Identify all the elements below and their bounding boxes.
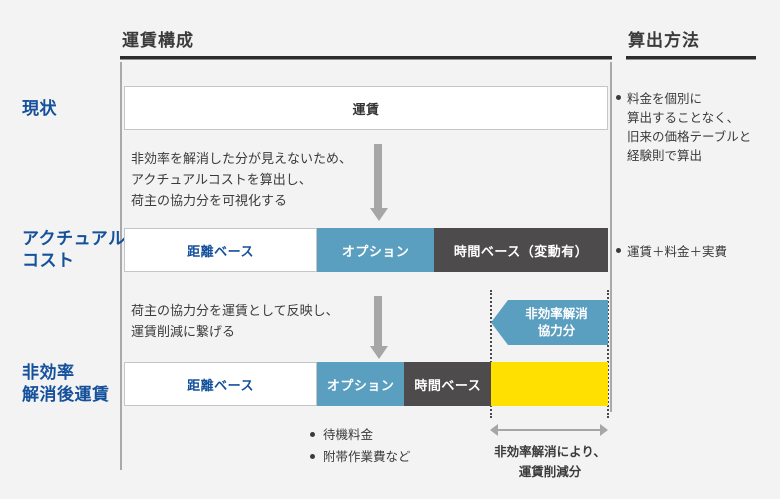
bottom-bullet-item-2: 附帯作業費など bbox=[310, 446, 411, 468]
bar-segment-option: オプション bbox=[317, 228, 435, 272]
header-rule-fare bbox=[120, 56, 612, 60]
bullet-dot-icon bbox=[616, 248, 621, 253]
bottom-bullet-item-1: 待機料金 bbox=[310, 424, 411, 446]
bar-segment-time-base-variable: 時間ベース（変動有） bbox=[434, 228, 608, 272]
bar-segment-reduction-yellow bbox=[491, 362, 608, 406]
annotation-note-1: 非効率を解消した分が見えないため、アクチュアルコストを算出し、荷主の協力分を可視… bbox=[131, 151, 353, 208]
annotation-note-2: 荷主の協力分を運賃として反映し、運賃削減に繋げる bbox=[131, 303, 339, 339]
bottom-bullet-label-2: 附帯作業費など bbox=[323, 450, 411, 464]
row-label-current: 現状 bbox=[22, 99, 57, 118]
guide-line-right-dotted bbox=[607, 290, 609, 418]
bar-segment-option-2: オプション bbox=[317, 362, 405, 406]
bullet-dot-icon bbox=[310, 432, 315, 437]
down-arrow-1-icon bbox=[370, 144, 388, 221]
bar-segment-distance-base: 距離ベース bbox=[124, 228, 318, 272]
method-bullets-current: 料金を個別に算出することなく、旧来の価格テーブルと経験則で算出 bbox=[616, 90, 766, 166]
divider-line-left bbox=[120, 62, 122, 470]
bottom-caption-reduction: 非効率解消により、運賃削減分 bbox=[494, 445, 606, 479]
header-rule-method bbox=[626, 56, 756, 60]
callout-label: 非効率解消協力分 bbox=[525, 306, 588, 338]
method-bullets-actual: 運賃＋料金＋実費 bbox=[616, 243, 766, 262]
bottom-bullet-list: 待機料金 附帯作業費など bbox=[310, 424, 411, 468]
bar-segment-distance-base-2: 距離ベース bbox=[124, 362, 318, 406]
double-arrow-icon bbox=[490, 424, 608, 436]
bullet-dot-icon bbox=[616, 95, 621, 100]
bar-row-current: 運賃 bbox=[124, 86, 608, 130]
method-bullet-text-actual: 運賃＋料金＋実費 bbox=[627, 245, 728, 259]
bar-row-after-inefficiency: 距離ベース オプション 時間ベース bbox=[124, 362, 608, 406]
method-bullet-text-current: 料金を個別に算出することなく、旧来の価格テーブルと経験則で算出 bbox=[627, 92, 752, 163]
divider-line-right bbox=[610, 62, 612, 412]
down-arrow-2-icon bbox=[370, 296, 388, 359]
column-header-fare-composition: 運賃構成 bbox=[122, 31, 194, 50]
bottom-bullet-label-1: 待機料金 bbox=[323, 428, 374, 442]
bullet-dot-icon bbox=[310, 454, 315, 459]
row-label-after-inefficiency: 非効率解消後運賃 bbox=[22, 363, 110, 404]
bar-row-actual-cost: 距離ベース オプション 時間ベース（変動有） bbox=[124, 228, 608, 272]
callout-cooperation-share: 非効率解消協力分 bbox=[491, 300, 608, 345]
row-label-actual-cost: アクチュアルコスト bbox=[22, 229, 126, 270]
guide-line-left-dotted bbox=[490, 290, 492, 418]
bar-segment-fare: 運賃 bbox=[124, 86, 608, 130]
column-header-calculation-method: 算出方法 bbox=[628, 31, 700, 50]
bar-segment-time-base: 時間ベース bbox=[404, 362, 492, 406]
